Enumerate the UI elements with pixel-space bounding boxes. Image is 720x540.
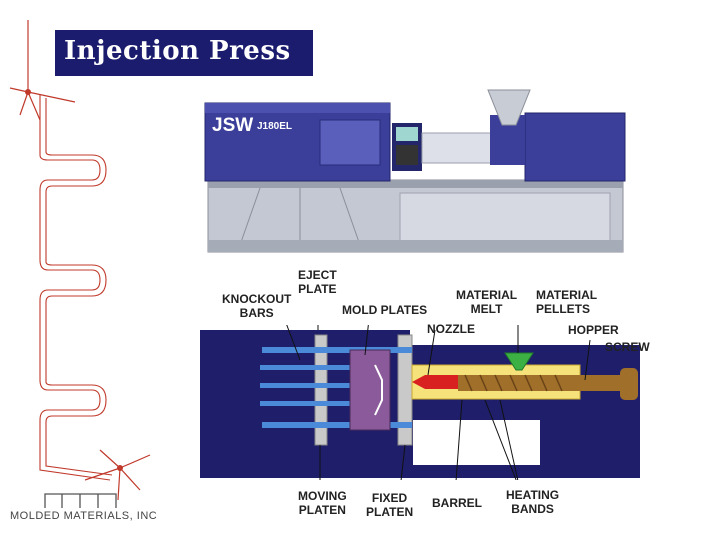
label-barrel: BARREL — [432, 496, 482, 510]
title-banner — [55, 30, 313, 76]
label-mold-plates: MOLD PLATES — [342, 303, 428, 317]
machine-brand: JSW — [212, 115, 253, 136]
injection-machine-photo: JSW J180EL — [204, 89, 626, 253]
company-logo-text: MOLDED MATERIALS, INC — [10, 510, 158, 522]
label-screw: SCREW — [605, 340, 650, 354]
injection-schematic — [200, 325, 640, 480]
logo-mark — [44, 493, 117, 508]
machine-model: J180EL — [257, 121, 292, 132]
label-nozzle: NOZZLE — [427, 322, 475, 336]
decorative-dot-bottom — [117, 465, 123, 471]
label-hopper: HOPPER — [568, 323, 619, 337]
page-title: Injection Press — [64, 36, 291, 66]
decorative-dot-top — [25, 89, 31, 95]
